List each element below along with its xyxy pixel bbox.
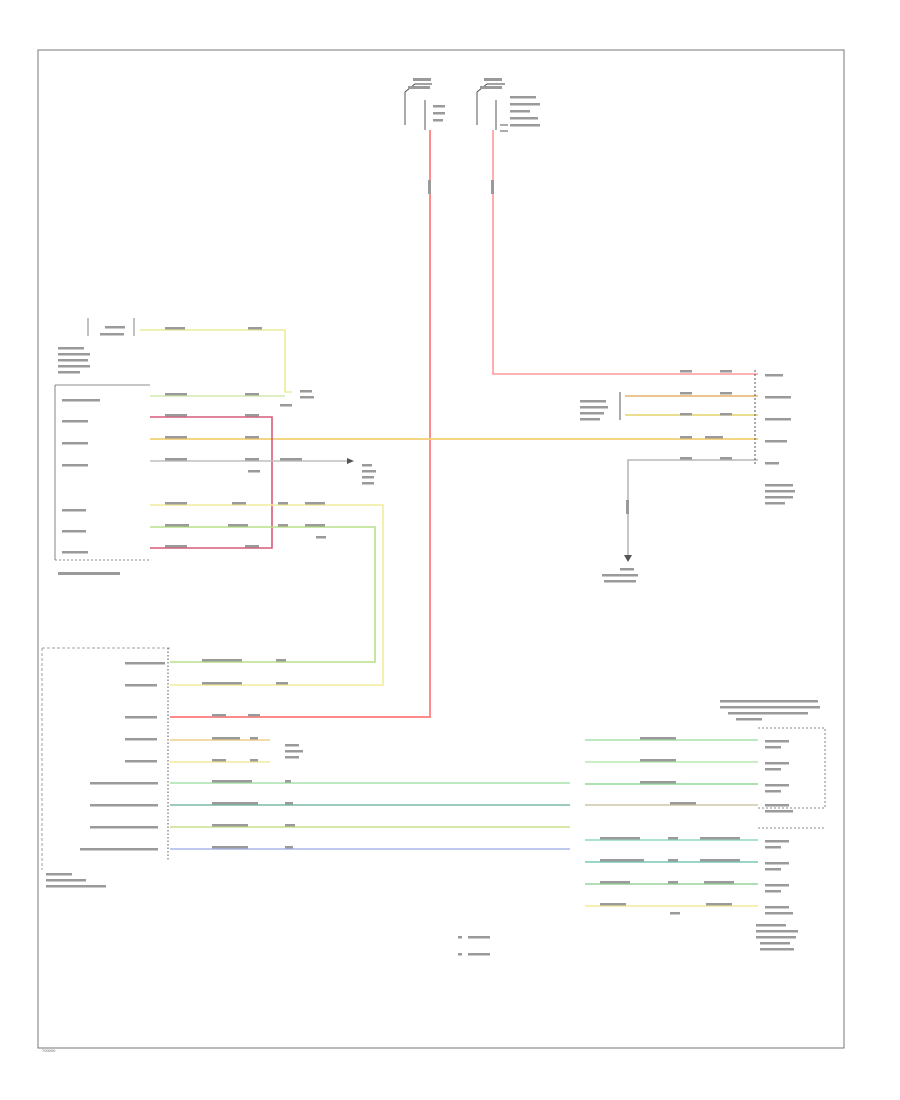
wire-lightyellow-top (140, 329, 292, 393)
wire-green-c (150, 526, 376, 663)
right-module-top (150, 370, 758, 562)
wire-red-left (170, 130, 431, 718)
illegible-labels (46, 78, 820, 956)
lower-right-module (585, 727, 826, 907)
footer-code: 700000 (42, 1048, 56, 1053)
wire-yellow-c (150, 504, 384, 686)
diagram-frame (37, 49, 845, 1049)
wire-red-loop (150, 416, 273, 549)
wire-red-right (492, 130, 758, 375)
upper-left-module (54, 318, 384, 686)
wire-gray-ground (627, 459, 758, 555)
lower-left-module (41, 647, 570, 870)
power-feed-right (476, 83, 508, 132)
